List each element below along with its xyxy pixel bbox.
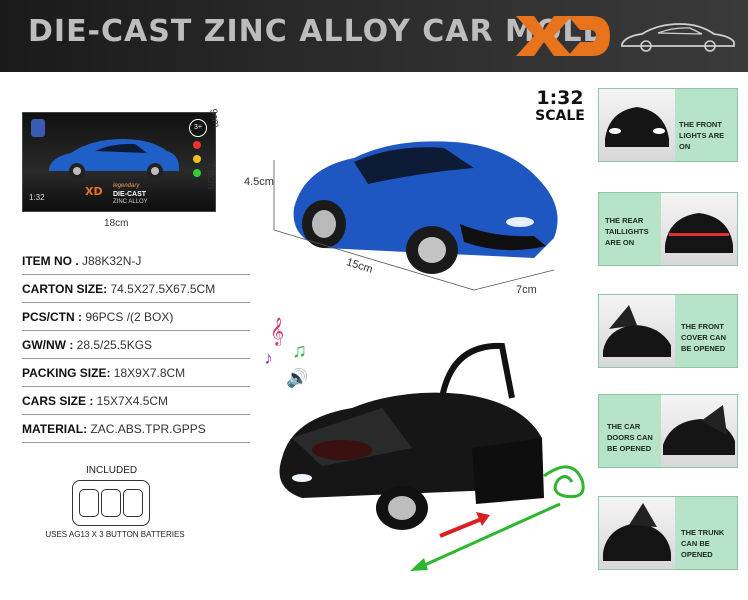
music-notes-icon: ♫	[292, 340, 307, 362]
box-line2: DIE-CAST	[113, 191, 147, 198]
red-dot-icon	[193, 141, 201, 149]
spec-row: ITEM NO . J88K32N-J	[22, 254, 250, 275]
shield-badge-icon	[31, 119, 45, 137]
feature-panel-front-lights: THE FRONT LIGHTS ARE ON	[598, 88, 738, 162]
spec-row: MATERIAL: ZAC.ABS.TPR.GPPS	[22, 422, 250, 443]
motion-arrows-icon	[410, 465, 585, 571]
page-title: DIE-CAST ZINC ALLOY CAR MOLD	[28, 14, 609, 49]
blue-car-icon	[49, 139, 179, 179]
trunk-photo	[599, 497, 675, 569]
car-silhouette-icon	[621, 23, 735, 52]
feature-text: THE FRONT LIGHTS ARE ON	[679, 120, 725, 151]
scale-ratio: 1:32	[536, 87, 584, 109]
feature-text: THE CAR DOORS CAN BE OPENED	[607, 422, 653, 453]
car-height-label: 4.5cm	[244, 176, 274, 188]
battery-note: USES AG13 X 3 BUTTON BATTERIES	[45, 530, 185, 539]
spec-row: PACKING SIZE: 18X9X7.8CM	[22, 366, 250, 387]
age-badge: 3+	[189, 119, 207, 137]
box-height-label: 7.8cm	[205, 162, 216, 190]
scale-word: SCALE	[535, 108, 585, 124]
box-logo: XD	[85, 185, 103, 198]
feature-text: THE FRONT COVER CAN BE OPENED	[681, 322, 727, 353]
feature-panel-front-cover: THE FRONT COVER CAN BE OPENED	[598, 294, 738, 368]
black-car-image	[279, 342, 544, 530]
feature-panel-rear-lights: THE REAR TAILLIGHTS ARE ON	[598, 192, 738, 266]
dimension-lines	[273, 160, 555, 291]
spec-row: CARTON SIZE: 74.5X27.5X67.5CM	[22, 282, 250, 303]
feature-panel-car-doors: THE CAR DOORS CAN BE OPENED	[598, 394, 738, 468]
blue-car-image	[293, 141, 558, 274]
treble-clef-icon: 𝄞	[270, 318, 285, 345]
header-banner	[0, 0, 748, 72]
yellow-dot-icon	[193, 155, 201, 163]
product-box-image: 3+ 1:32 XD legendary DIE-CAST ZINC ALLOY	[22, 112, 216, 212]
box-scale: 1:32	[29, 193, 45, 202]
included-label: INCLUDED	[86, 465, 138, 476]
front-cover-photo	[599, 295, 675, 367]
feature-text: THE REAR TAILLIGHTS ARE ON	[605, 216, 649, 247]
spec-row: GW/NW : 28.5/25.5KGS	[22, 338, 250, 359]
xd-logo-icon	[516, 16, 610, 56]
car-width-label: 7cm	[516, 284, 537, 296]
spec-row: CARS SIZE : 15X7X4.5CM	[22, 394, 250, 415]
box-width-label: 18cm	[104, 218, 129, 229]
green-dot-icon	[193, 169, 201, 177]
spec-row: PCS/CTN : 96PCS /(2 BOX)	[22, 310, 250, 331]
music-note-icon: ♪	[264, 348, 273, 368]
rear-lights-photo	[661, 193, 737, 265]
front-lights-photo	[599, 89, 675, 161]
battery-icon	[72, 480, 150, 526]
speaker-icon: 🔊	[286, 368, 309, 388]
feature-text: THE TRUNK CAN BE OPENED	[681, 528, 725, 559]
feature-panel-trunk: THE TRUNK CAN BE OPENED	[598, 496, 738, 570]
car-doors-photo	[661, 395, 737, 467]
box-line3: ZINC ALLOY	[113, 199, 148, 205]
box-line1: legendary	[113, 183, 140, 189]
box-depth-label: 9cm	[207, 108, 222, 129]
